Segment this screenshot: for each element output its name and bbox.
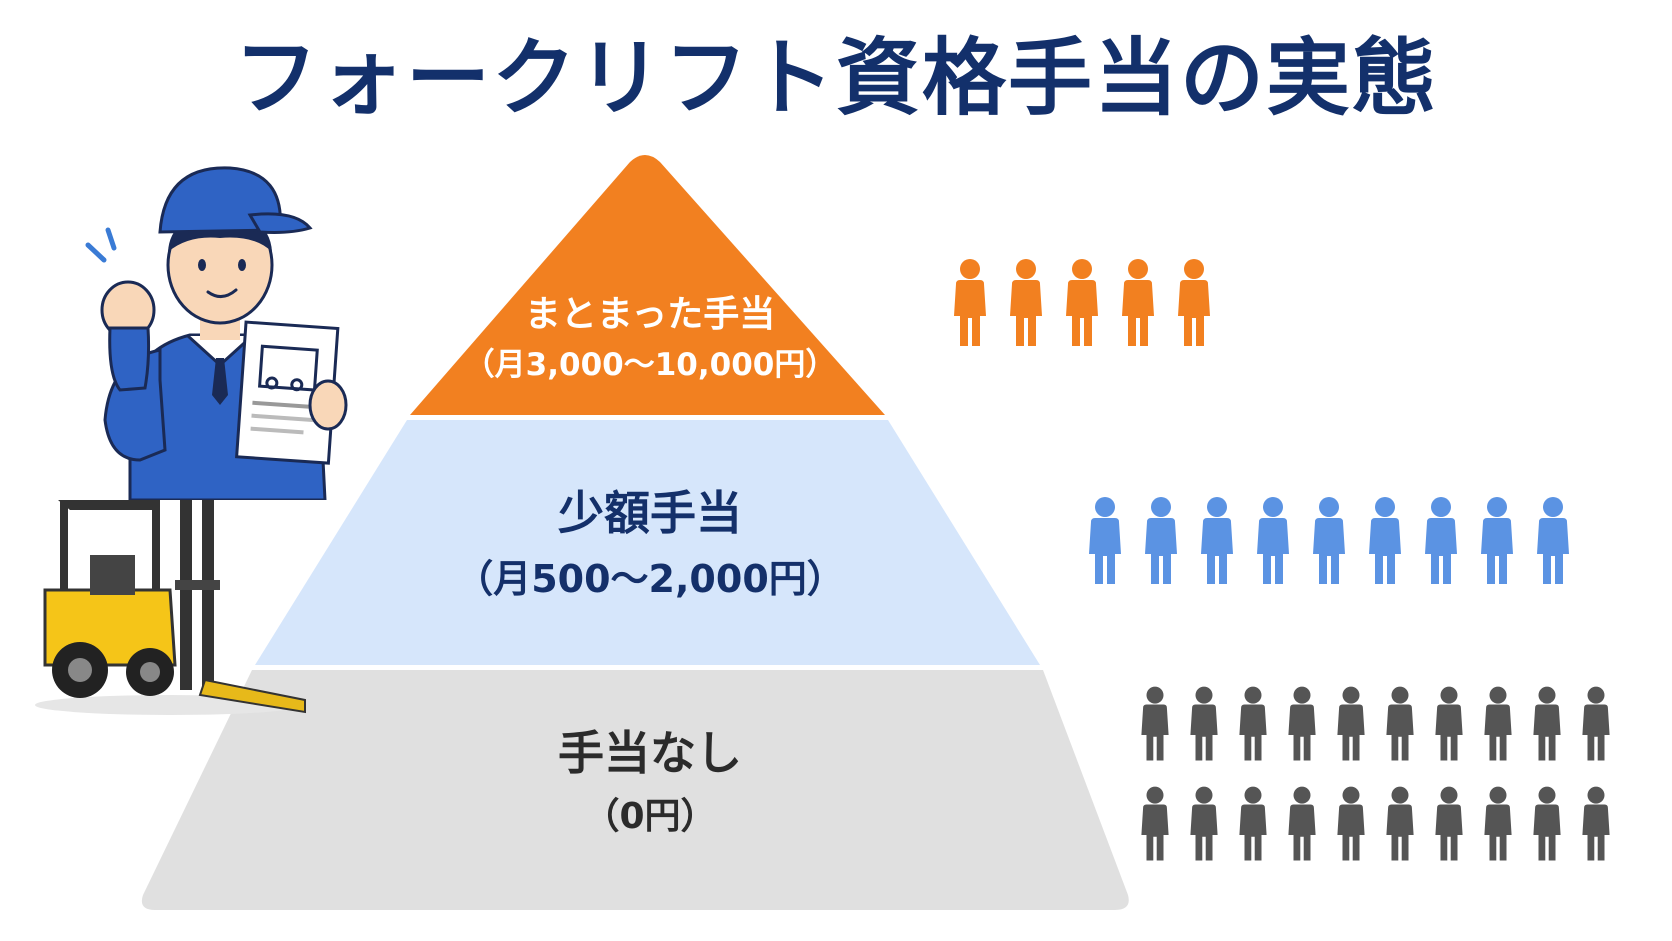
person-icon <box>1285 783 1319 869</box>
tier-middle-range: （月500〜2,000円） <box>455 557 845 601</box>
pyramid-tier-top <box>410 155 885 415</box>
person-icon <box>1236 683 1270 769</box>
people-group-middle <box>1085 495 1605 595</box>
person-icon <box>1530 683 1564 769</box>
person-icon <box>1187 783 1221 869</box>
person-icon <box>1530 783 1564 869</box>
person-icon <box>1138 683 1172 769</box>
tier-bottom-range: （0円） <box>583 796 717 837</box>
person-icon <box>1481 683 1515 769</box>
forklift-icon <box>35 500 306 715</box>
person-icon <box>1533 495 1573 591</box>
person-icon <box>1138 783 1172 869</box>
people-group-top <box>950 258 1250 358</box>
tier-bottom-label: 手当なし <box>558 726 742 780</box>
person-icon <box>1383 683 1417 769</box>
person-icon <box>1432 783 1466 869</box>
person-icon <box>1579 683 1613 769</box>
person-icon <box>1006 258 1046 352</box>
people-group-bottom <box>1138 683 1638 873</box>
person-icon <box>1481 783 1515 869</box>
person-icon <box>1236 783 1270 869</box>
person-icon <box>950 258 990 352</box>
person-icon <box>1579 783 1613 869</box>
person-icon <box>1197 495 1237 591</box>
pyramid-tier-bottom <box>141 670 1129 910</box>
person-icon <box>1365 495 1405 591</box>
pyramid-tier-middle <box>255 420 1040 665</box>
person-icon <box>1285 683 1319 769</box>
tier-middle-label: 少額手当 <box>558 486 742 540</box>
person-icon <box>1253 495 1293 591</box>
worker-holding-license-icon <box>85 166 348 500</box>
person-icon <box>1309 495 1349 591</box>
tier-top-label: まとまった手当 <box>524 294 776 335</box>
tier-top-range: （月3,000〜10,000円） <box>463 347 837 383</box>
person-icon <box>1187 683 1221 769</box>
page-title: フォークリフト資格手当の実態 <box>233 29 1438 127</box>
person-icon <box>1432 683 1466 769</box>
person-icon <box>1383 783 1417 869</box>
tier-bottom-text: 手当なし （0円） <box>250 720 1050 848</box>
person-icon <box>1174 258 1214 352</box>
person-icon <box>1334 783 1368 869</box>
person-icon <box>1062 258 1102 352</box>
tier-middle-text: 少額手当 （月500〜2,000円） <box>300 480 1000 612</box>
person-icon <box>1421 495 1461 591</box>
person-icon <box>1334 683 1368 769</box>
person-icon <box>1118 258 1158 352</box>
person-icon <box>1477 495 1517 591</box>
person-icon <box>1085 495 1125 591</box>
tier-top-text: まとまった手当 （月3,000〜10,000円） <box>410 290 890 390</box>
person-icon <box>1141 495 1181 591</box>
